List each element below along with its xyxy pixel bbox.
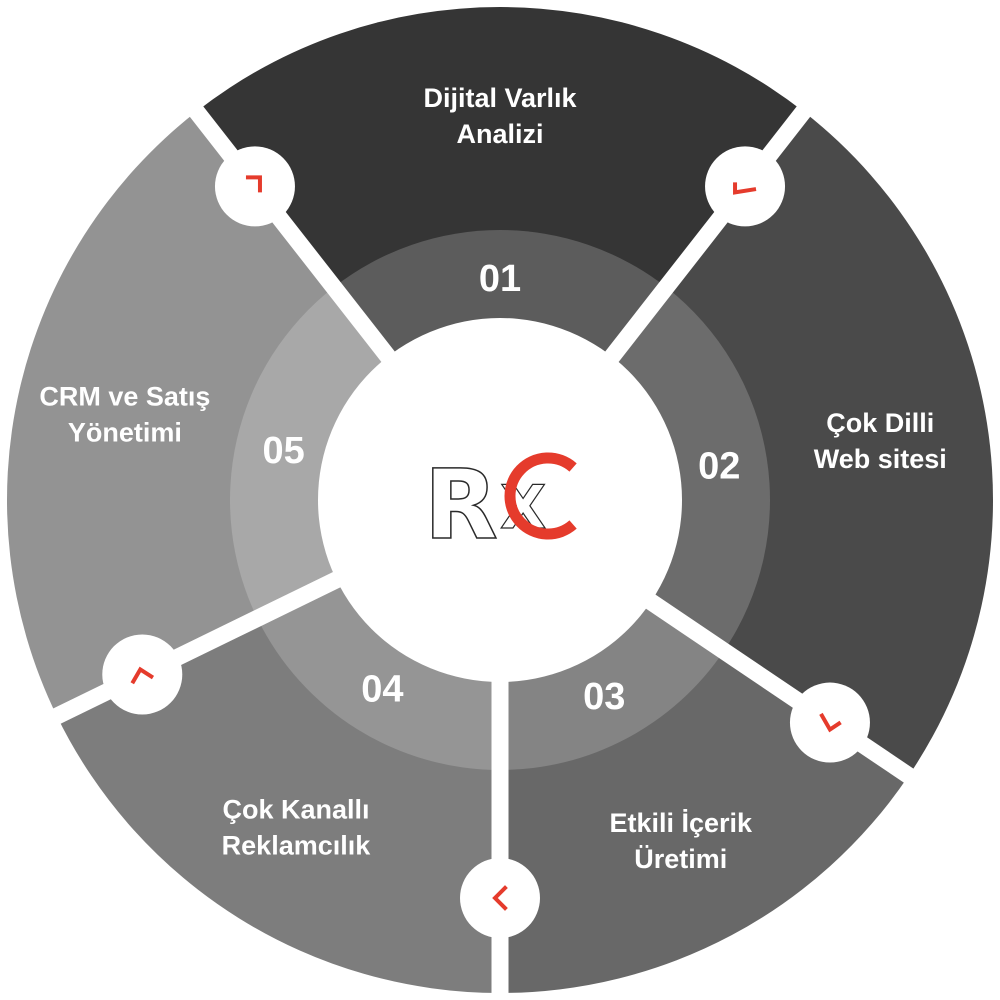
- connector-badge-circle: [214, 146, 295, 227]
- chevron-down-left-icon: [819, 712, 842, 733]
- segment-label-line: Çok Kanallı: [222, 794, 369, 824]
- connector-badge-circle: [705, 146, 786, 227]
- connector-badge-5: [102, 634, 183, 715]
- segment-label-line: Dijital Varlık: [423, 83, 577, 113]
- chevron-left-icon: [492, 885, 508, 911]
- segment-number-04: 04: [361, 668, 403, 710]
- segment-number-03: 03: [583, 676, 625, 718]
- segment-label-line: Yönetimi: [68, 417, 182, 447]
- segment-label-line: Web sitesi: [814, 444, 947, 474]
- segment-number-01: 01: [479, 258, 521, 300]
- segment-label-line: Üretimi: [634, 844, 727, 874]
- chevron-down-icon: [733, 182, 757, 195]
- segment-label-line: CRM ve Satış: [39, 381, 210, 411]
- segment-label-line: Etkili İçerik: [609, 808, 753, 838]
- segment-label-line: Reklamcılık: [222, 830, 372, 860]
- segment-label-line: Analizi: [456, 119, 543, 149]
- connector-badge-1: [214, 146, 295, 227]
- connector-badge-circle: [102, 634, 183, 715]
- connector-badge-4: [460, 858, 540, 938]
- chevron-right-icon: [245, 175, 262, 193]
- connector-badge-3: [789, 682, 870, 763]
- logo-letter-r: R: [424, 449, 498, 561]
- segment-number-02: 02: [698, 445, 740, 487]
- connector-badge-2: [705, 146, 786, 227]
- segment-label-line: Çok Dilli: [826, 408, 934, 438]
- center-hub: [318, 318, 682, 682]
- segment-number-05: 05: [263, 430, 305, 472]
- connector-badge-circle: [789, 682, 870, 763]
- connector-badge-circle: [460, 858, 540, 938]
- logo-c-arc: [504, 452, 577, 540]
- chevron-up-icon: [130, 666, 155, 685]
